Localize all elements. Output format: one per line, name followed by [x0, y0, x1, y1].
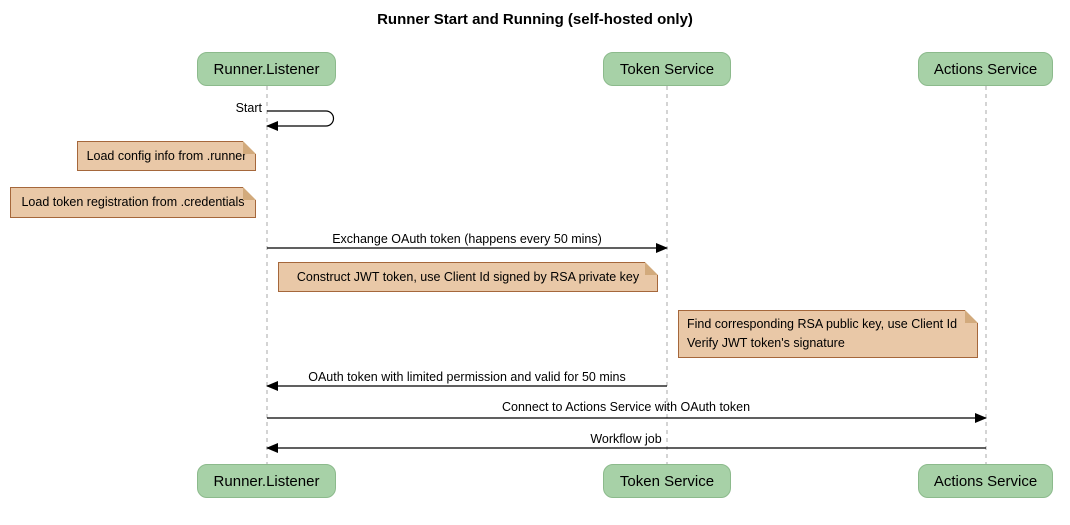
note-verify-jwt: Find corresponding RSA public key, use C…	[678, 310, 978, 358]
diagram-title: Runner Start and Running (self-hosted on…	[377, 11, 693, 28]
message-arrow-start-self	[266, 110, 335, 131]
participant-actions-service-top: Actions Service	[918, 52, 1053, 86]
participant-label: Token Service	[619, 472, 715, 490]
note-load-config: Load config info from .runner	[77, 141, 256, 171]
participant-label: Token Service	[619, 60, 715, 78]
message-label-start: Start	[235, 101, 262, 115]
participant-label: Actions Service	[933, 472, 1038, 490]
note-load-token-registration: Load token registration from .credential…	[10, 187, 256, 218]
message-label-oauth-return: OAuth token with limited permission and …	[308, 370, 626, 384]
participant-label: Runner.Listener	[213, 60, 320, 78]
participant-token-service-top: Token Service	[603, 52, 731, 86]
message-label-exchange-oauth: Exchange OAuth token (happens every 50 m…	[332, 232, 602, 246]
participant-label: Actions Service	[933, 60, 1038, 78]
participant-label: Runner.Listener	[213, 472, 320, 490]
message-label-connect-actions: Connect to Actions Service with OAuth to…	[501, 400, 751, 414]
note-construct-jwt: Construct JWT token, use Client Id signe…	[278, 262, 658, 292]
participant-runner-listener-top: Runner.Listener	[197, 52, 336, 86]
participant-actions-service-bottom: Actions Service	[918, 464, 1053, 498]
message-label-workflow-job: Workflow job	[590, 432, 662, 446]
participant-token-service-bottom: Token Service	[603, 464, 731, 498]
participant-runner-listener-bottom: Runner.Listener	[197, 464, 336, 498]
